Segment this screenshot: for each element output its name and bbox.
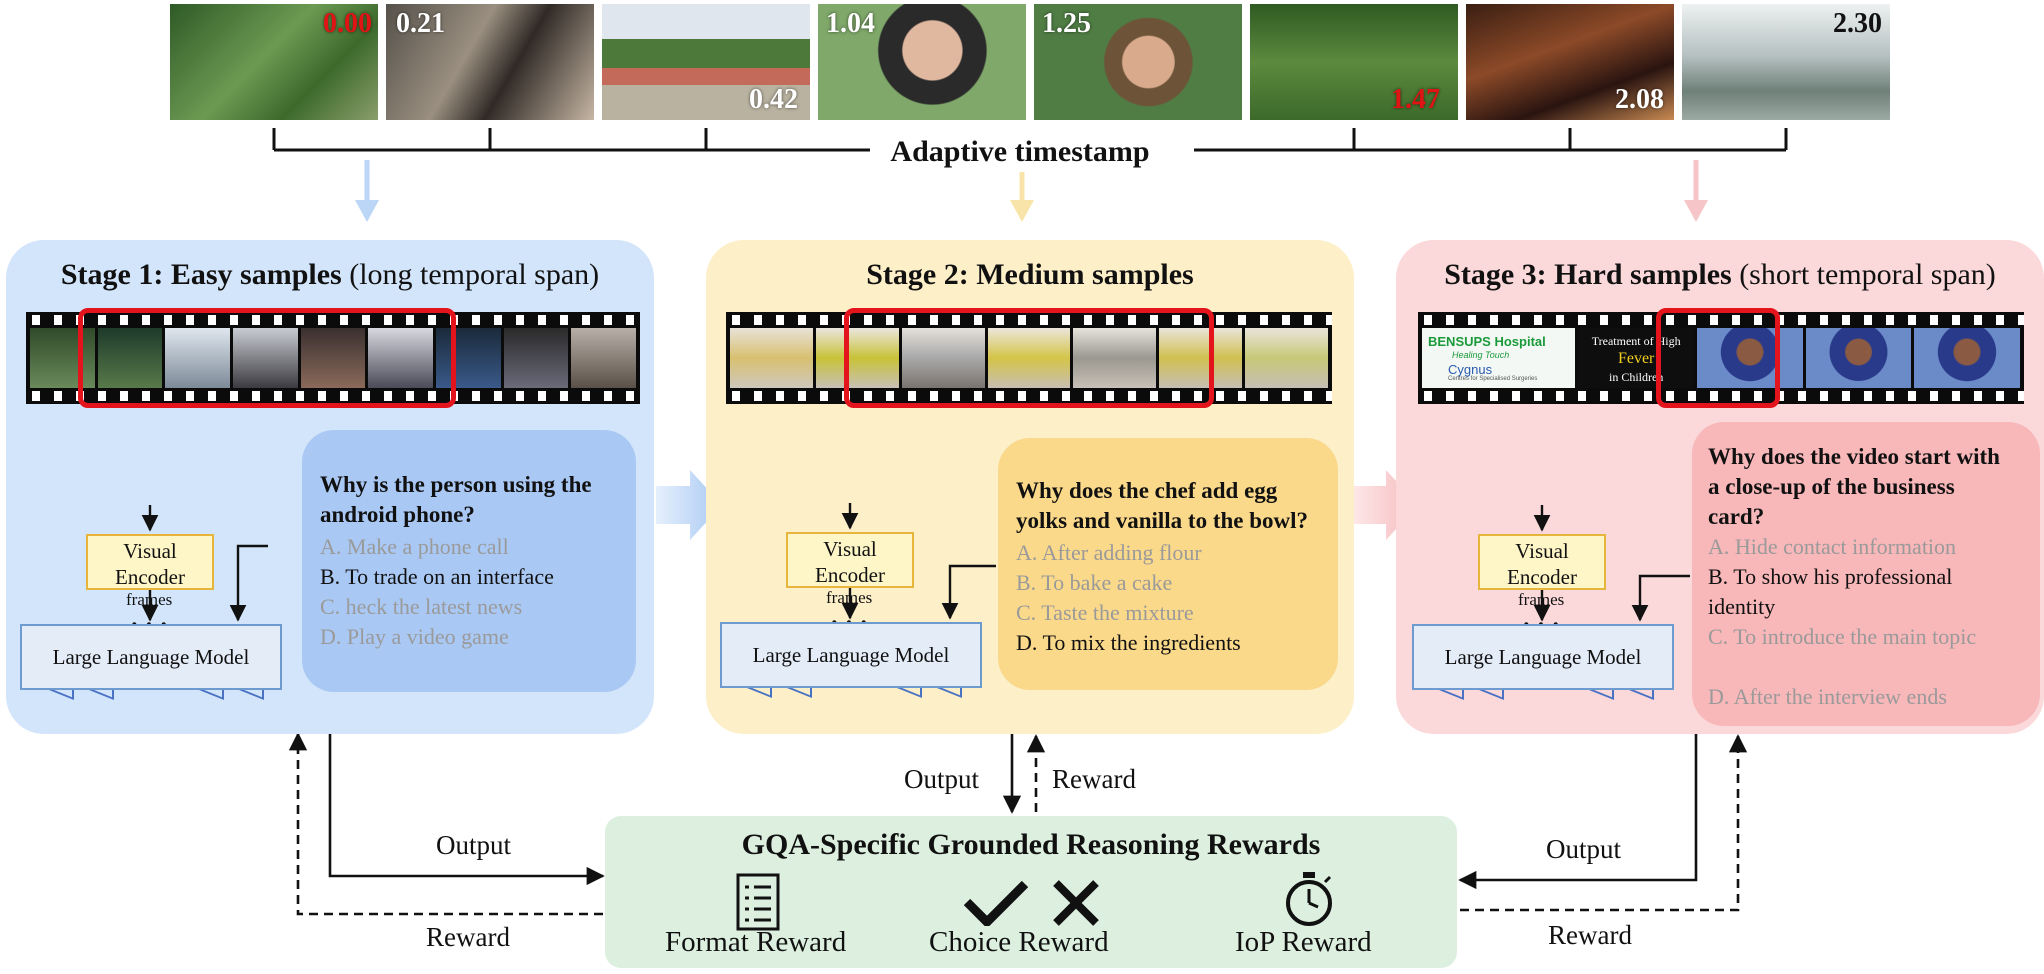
option-c: C. To introduce the main topic [1708, 624, 1977, 649]
option-c: C. heck the latest news [320, 594, 523, 619]
adaptive-timestamp-label: Adaptive timestamp [870, 132, 1170, 172]
option-a: A. After adding flour [1016, 540, 1202, 565]
llm-box: Large Language Model [20, 624, 282, 690]
question-text: Why does the chef add egg yolks and vani… [1016, 478, 1309, 533]
iop-reward-label: IoP Reward [1235, 926, 1372, 958]
timestamp-label: 1.47 [1391, 84, 1440, 115]
stage-1-panel: Stage 1: Easy samples (long temporal spa… [6, 240, 654, 734]
option-d: D. Play a video game [320, 624, 509, 649]
llm-box: Large Language Model [1412, 624, 1674, 690]
stage-2-question-panel: Why does the chef add egg yolks and vani… [998, 438, 1338, 690]
stage-2-title: Stage 2: Medium samples [866, 258, 1194, 291]
check-icon [963, 880, 1029, 926]
choice-reward-label: Choice Reward [929, 926, 1109, 958]
timeline-bracket [272, 128, 1788, 152]
option-b: B. To show his professional identity [1708, 564, 1953, 619]
timeline-frame-3: 0.42 [602, 4, 810, 120]
option-a: A. Hide contact information [1708, 534, 1957, 559]
timestamp-label: 0.42 [749, 84, 798, 115]
stage-2-filmstrip [726, 308, 1332, 408]
checklist-icon [736, 873, 780, 931]
format-reward-label: Format Reward [665, 926, 847, 958]
stage-1-title: Stage 1: Easy samples (long temporal spa… [60, 258, 600, 291]
rewards-title: GQA-Specific Grounded Reasoning Rewards [741, 828, 1321, 861]
output-label-stage-1: Output [436, 830, 512, 860]
visual-encoder-box: Visual Encoder [786, 532, 914, 588]
timeline-frame-7: 2.08 [1466, 4, 1674, 120]
timestamp-label: 0.00 [323, 8, 372, 39]
visual-encoder-box: Visual Encoder [1478, 534, 1606, 590]
selected-segment [78, 308, 456, 408]
visual-encoder-box: Visual Encoder [86, 534, 214, 590]
timestamp-label: 0.21 [396, 8, 445, 39]
question-text: Why is the person using the android phon… [320, 472, 592, 527]
option-b: B. To trade on an interface [320, 564, 554, 589]
timeline-frame-6: 1.47 [1250, 4, 1458, 120]
option-d: D. To mix the ingredients [1016, 630, 1241, 655]
timeline-frame-1: 0.00 [170, 4, 378, 120]
reward-label-stage-1: Reward [426, 922, 510, 952]
stage-3-title: Stage 3: Hard samples (short temporal sp… [1444, 258, 1996, 291]
stage-3-question-panel: Why does the video start with a close-up… [1692, 422, 2040, 726]
llm-box: Large Language Model [720, 622, 982, 688]
stage-1-question-panel: Why is the person using the android phon… [302, 430, 636, 692]
option-c: C. Taste the mixture [1016, 600, 1194, 625]
timeline-frame-4: 1.04 [818, 4, 1026, 120]
option-a: A. Make a phone call [320, 534, 509, 559]
reward-label-stage-3: Reward [1548, 920, 1632, 950]
timestamp-label: 2.30 [1833, 8, 1882, 39]
output-label-stage-2: Output [904, 764, 980, 794]
stage-2-panel: Stage 2: Medium samples frames ··· Visua… [706, 240, 1354, 734]
reward-label-stage-2: Reward [1052, 764, 1136, 794]
option-b: B. To bake a cake [1016, 570, 1173, 595]
timestamp-label: 1.25 [1042, 8, 1091, 39]
question-text: Why does the video start with a close-up… [1708, 444, 2000, 529]
stage-3-panel: Stage 3: Hard samples (short temporal sp… [1396, 240, 2044, 734]
timestamp-label: 2.08 [1615, 84, 1664, 115]
timeline-frame-5: 1.25 [1034, 4, 1242, 120]
option-d: D. After the interview ends [1708, 684, 1947, 709]
stage-3-filmstrip: BENSUPS Hospital Healing Touch Cygnus Ce… [1418, 308, 2024, 408]
stopwatch-icon [1286, 872, 1332, 926]
cross-icon [1053, 880, 1099, 926]
rewards-panel: GQA-Specific Grounded Reasoning Rewards … [605, 816, 1457, 968]
output-label-stage-3: Output [1546, 834, 1622, 864]
timestamp-label: 1.04 [826, 8, 875, 39]
stage-1-filmstrip [26, 308, 640, 408]
timeline-frame-2: 0.21 [386, 4, 594, 120]
selected-segment [844, 308, 1214, 408]
selected-segment [1656, 308, 1780, 408]
timeline-frame-8: 2.30 [1682, 4, 1890, 120]
